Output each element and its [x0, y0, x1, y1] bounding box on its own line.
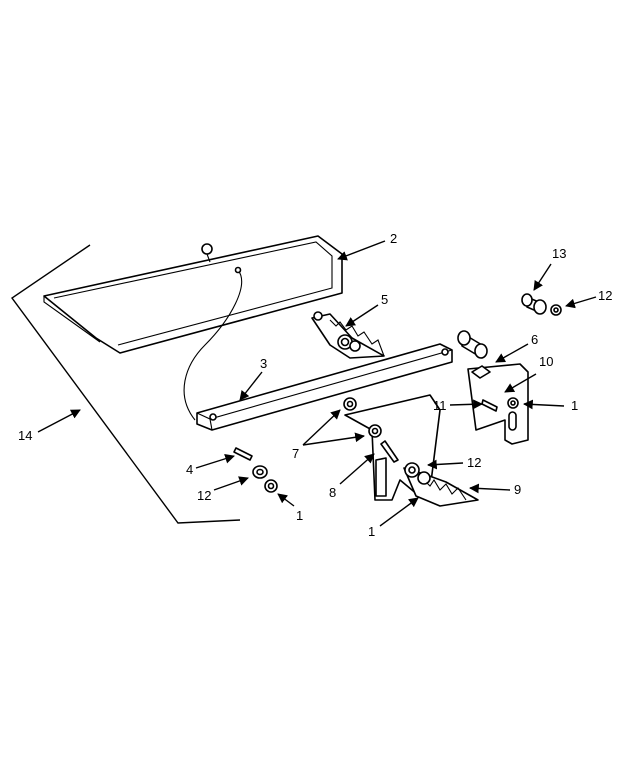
callout-14: 14: [18, 428, 32, 443]
callout-8: 8: [329, 485, 336, 500]
callout-1-bottom: 1: [296, 508, 303, 523]
ratchet-assembly: [311, 311, 385, 359]
callout-13: 13: [552, 246, 566, 261]
callout-1-right: 1: [571, 398, 578, 413]
callout-9: 9: [514, 482, 521, 497]
spacer: [457, 330, 488, 359]
callout-1-lower: 1: [368, 524, 375, 539]
assembly-outline: [11, 244, 241, 524]
callout-10: 10: [539, 354, 553, 369]
leader-arrows: [37, 240, 597, 527]
callout-12-bottom: 12: [197, 488, 211, 503]
rail-bar: [196, 343, 453, 431]
callout-5: 5: [381, 292, 388, 307]
callout-11: 11: [433, 398, 447, 413]
callout-7: 7: [292, 446, 299, 461]
cover-plate: [43, 235, 343, 421]
ratchet-pawl: [403, 462, 479, 507]
bushing: [521, 293, 562, 316]
callout-2: 2: [390, 231, 397, 246]
callout-12-mid: 12: [467, 455, 481, 470]
callout-labels: 2 5 3 13 12 6 10 11 1 14 7 12 4 9 8 12 1…: [18, 231, 612, 539]
callout-12-top: 12: [598, 288, 612, 303]
pin-washer-nut: [233, 447, 278, 493]
callout-4: 4: [186, 462, 193, 477]
callout-3: 3: [260, 356, 267, 371]
callout-6: 6: [531, 332, 538, 347]
